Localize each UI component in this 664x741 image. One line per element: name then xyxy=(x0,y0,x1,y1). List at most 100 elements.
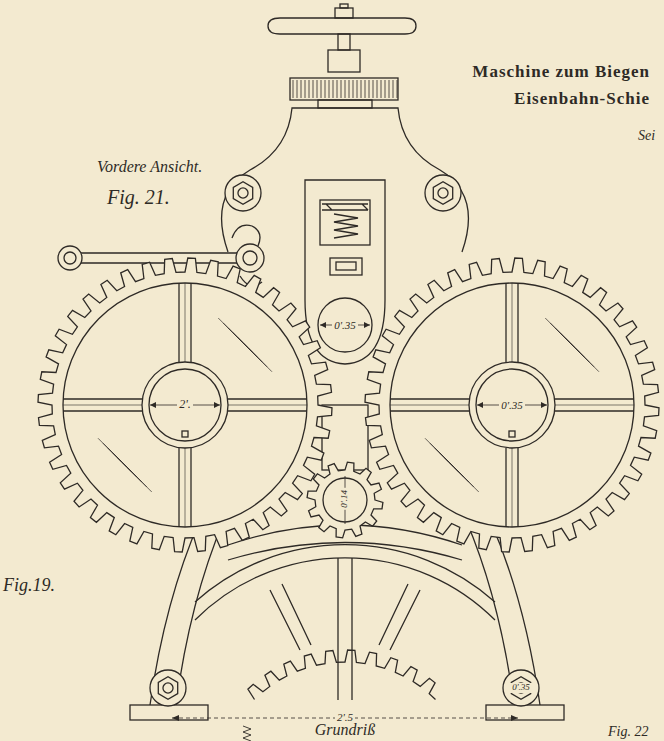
left-gear-spoke xyxy=(228,398,307,399)
left-gear-spoke xyxy=(190,283,191,362)
worm-wheel-tooth xyxy=(393,80,394,98)
bolt-washer xyxy=(425,175,461,211)
dimension-text: 0'.35 xyxy=(332,319,358,331)
bolt-end xyxy=(238,188,248,198)
worm-wheel-tooth xyxy=(309,80,310,98)
dimension-text: 2'. xyxy=(177,398,193,411)
left-gear-keyway xyxy=(182,431,188,437)
worm-wheel-tooth xyxy=(345,80,346,98)
bottom-gear-rim-inner xyxy=(195,558,495,620)
handwheel-nut xyxy=(335,8,353,18)
right-gear-spoke xyxy=(517,448,518,527)
bolt-hex xyxy=(433,182,452,204)
dimension-arrow xyxy=(477,402,483,408)
right-gear-spoke-rib xyxy=(512,283,513,362)
worm-wheel-tooth xyxy=(397,80,398,98)
worm-wheel-tooth xyxy=(373,80,374,98)
bolt-washer xyxy=(225,175,261,211)
worm-wheel-tooth xyxy=(293,80,294,98)
dimension-text: 0'.14 xyxy=(340,488,350,510)
right-gear-hub xyxy=(469,362,555,448)
worm-wheel-tooth xyxy=(369,80,370,98)
figure-number: Fig.19. xyxy=(3,576,55,596)
right-gear-spoke xyxy=(505,283,506,362)
left-gear-teeth xyxy=(38,258,332,552)
figure-number: Fig. 22 xyxy=(608,724,648,739)
left-gear-spoke xyxy=(63,410,142,411)
worm-wheel-tooth xyxy=(389,80,390,98)
worm-wheel-tooth xyxy=(341,80,342,98)
worm-wheel-tooth xyxy=(381,80,382,98)
right-gear-rim xyxy=(390,283,634,527)
dimension-arrow xyxy=(214,402,220,408)
worm-wheel-tooth xyxy=(361,80,362,98)
worm-wheel-tooth xyxy=(385,80,386,98)
worm-wheel-tooth xyxy=(333,80,334,98)
left-gear-spoke-rib xyxy=(63,405,142,406)
bolt-washer xyxy=(503,670,539,706)
right-gear-spoke xyxy=(555,398,634,399)
lever-pivot xyxy=(236,244,264,272)
spring-detail xyxy=(243,726,251,741)
right-gear-spoke-rib xyxy=(555,405,634,406)
left-gear-web-hatch xyxy=(128,468,152,492)
left-gear-spoke-rib xyxy=(185,283,186,362)
left-gear-spoke xyxy=(190,448,191,527)
spring-box xyxy=(320,200,370,245)
right-gear-teeth xyxy=(365,258,659,552)
bottom-gear-teeth xyxy=(248,650,436,700)
right-gear-spoke xyxy=(390,410,469,411)
worm-wheel xyxy=(290,78,398,100)
slot xyxy=(330,258,362,275)
lever-pivot-pin xyxy=(243,251,257,265)
dimension-arrow xyxy=(320,322,326,328)
worm-wheel-tooth xyxy=(325,80,326,98)
dimension-arrow xyxy=(541,402,547,408)
dimension-arrow xyxy=(364,322,370,328)
slide-column xyxy=(305,180,385,364)
worm-wheel-tooth xyxy=(337,80,338,98)
left-gear-spoke xyxy=(178,448,179,527)
worm-wheel-tooth xyxy=(305,80,306,98)
page-reference: Sei xyxy=(638,128,655,143)
bottom-gear-spoke xyxy=(351,558,352,700)
right-gear-web-hatch xyxy=(575,348,599,372)
worm-wheel-tooth xyxy=(365,80,366,98)
dimension-text: 0'.35 xyxy=(510,683,532,693)
collar xyxy=(318,100,372,108)
lever-handle-core xyxy=(64,252,76,264)
worm-wheel-tooth xyxy=(297,80,298,98)
handwheel-nut-top xyxy=(340,4,348,8)
sheet-title: Maschine zum Biegen Eisenbahn-Schie xyxy=(436,58,650,112)
dimension-text: 0'.35 xyxy=(499,399,525,411)
left-gear-hub xyxy=(142,362,228,448)
right-gear-spoke-rib xyxy=(390,405,469,406)
bolt-end xyxy=(163,683,173,693)
left-gear-spoke xyxy=(228,410,307,411)
worm-wheel-tooth xyxy=(357,80,358,98)
upper-roller-hub xyxy=(318,298,372,352)
handwheel xyxy=(268,18,416,34)
bottom-gear-rim xyxy=(195,545,495,602)
right-gear-web-hatch xyxy=(455,468,479,492)
left-leg xyxy=(150,520,224,705)
bolt-washer xyxy=(150,670,186,706)
dimension-arrow xyxy=(150,402,156,408)
spindle xyxy=(338,34,350,50)
left-gear-spoke-rib xyxy=(228,405,307,406)
left-gear-web-hatch xyxy=(248,348,272,372)
figure-number: Fig. 21. xyxy=(107,186,170,208)
right-gear-spoke xyxy=(555,410,634,411)
bottom-gear-arms xyxy=(270,584,420,650)
bolt-hex xyxy=(158,677,177,699)
right-gear-spoke xyxy=(517,283,518,362)
spring-coil xyxy=(334,214,358,238)
right-gear-spoke-rib xyxy=(512,448,513,527)
left-gear-spoke xyxy=(63,398,142,399)
left-gear-spoke-rib xyxy=(185,448,186,527)
worm-wheel-tooth xyxy=(301,80,302,98)
worm-wheel-tooth xyxy=(317,80,318,98)
lever-handle xyxy=(58,246,82,270)
